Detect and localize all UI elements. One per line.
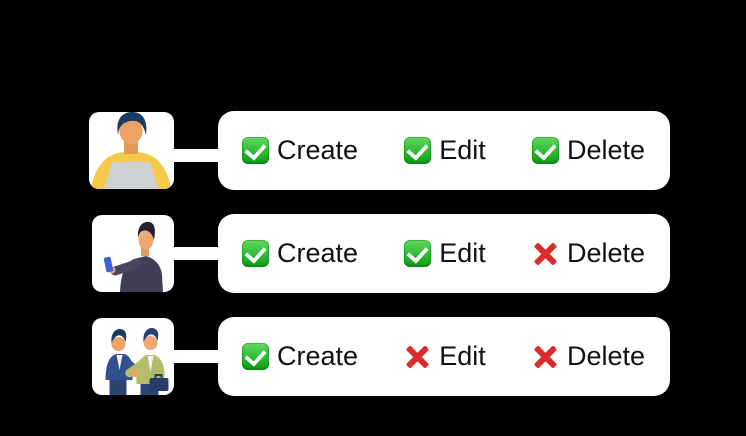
check-mark-icon [531, 137, 559, 164]
permission-item-edit: Edit [404, 137, 486, 164]
connector-line [170, 350, 220, 363]
avatar-person-laptop [89, 112, 174, 189]
permission-label: Delete [566, 341, 645, 371]
permission-label: Delete [566, 135, 645, 165]
permission-item-create: Create [242, 137, 358, 164]
permissions-card: Create Edit Delete [218, 317, 670, 396]
check-mark-icon [404, 137, 432, 164]
permission-label: Edit [439, 238, 486, 268]
permission-row-editor: Create Edit Delete [0, 214, 746, 293]
permission-row-admin: Create Edit Delete [0, 111, 746, 190]
permission-item-delete: Delete [532, 240, 645, 267]
permission-item-delete: Delete [532, 343, 645, 370]
permission-label: Create [277, 135, 359, 165]
permissions-card: Create Edit Delete [218, 214, 670, 293]
connector-line [170, 247, 220, 260]
check-mark-icon [242, 343, 269, 370]
person-holding-phone-icon [103, 221, 163, 292]
two-people-handshake-icon [105, 328, 169, 395]
permission-item-create: Create [242, 343, 358, 370]
permission-item-edit: Edit [404, 343, 486, 370]
permission-item-edit: Edit [404, 240, 486, 267]
permission-row-partner: Create Edit Delete [0, 317, 746, 396]
check-mark-icon [404, 240, 432, 267]
permission-label: Delete [566, 238, 645, 268]
cross-mark-icon [532, 343, 559, 370]
permission-label: Create [277, 341, 359, 371]
person-working-on-laptop-icon [91, 112, 171, 189]
avatar-people-handshake [92, 318, 174, 395]
permission-label: Edit [439, 135, 486, 165]
permission-label: Edit [439, 341, 486, 371]
check-mark-icon [242, 240, 269, 267]
cross-mark-icon [404, 343, 431, 370]
cross-mark-icon [532, 240, 559, 267]
connector-line [170, 149, 220, 162]
permissions-card: Create Edit Delete [218, 111, 670, 190]
check-mark-icon [242, 137, 269, 164]
avatar-person-phone [92, 215, 174, 292]
permission-item-create: Create [242, 240, 358, 267]
permission-label: Create [277, 238, 359, 268]
permission-item-delete: Delete [531, 135, 645, 165]
